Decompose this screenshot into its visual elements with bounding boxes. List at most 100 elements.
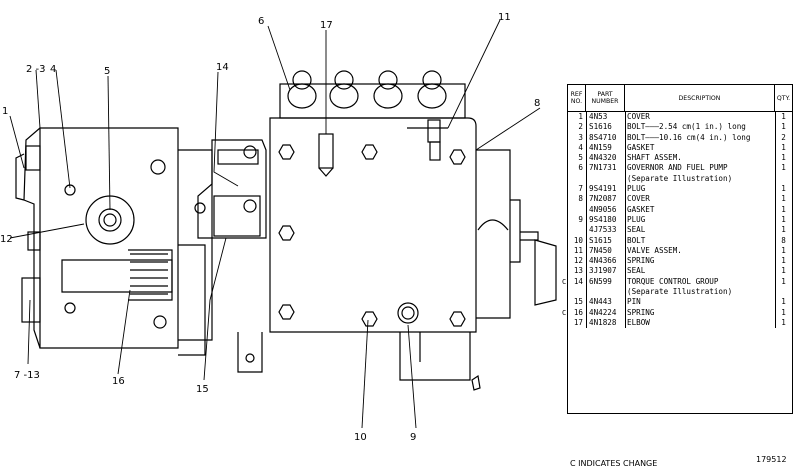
- part-number: 8S4710: [589, 132, 617, 142]
- part-qty: 1: [781, 225, 786, 235]
- leader-lines: [9, 19, 541, 429]
- row-ref: 3: [568, 133, 586, 143]
- ref-number: 14: [573, 276, 583, 286]
- part-number: 7N2087: [589, 194, 617, 204]
- part-description: SHAFT ASSEM.: [627, 153, 682, 163]
- callout-2-3: 2 -3: [26, 64, 46, 75]
- part-qty: 1: [781, 184, 786, 194]
- part-qty: 1: [781, 204, 786, 214]
- part-qty: 1: [781, 317, 786, 327]
- row-ref: 8: [568, 194, 586, 204]
- part-qty: 1: [781, 276, 786, 286]
- callout-5: 5: [104, 66, 110, 77]
- part-qty: 1: [781, 122, 786, 132]
- ref-number: 5: [578, 153, 583, 163]
- row-ref: 9: [568, 215, 586, 225]
- row-ref: 4: [568, 143, 586, 153]
- part-number: 7N1731: [589, 163, 617, 173]
- part-description: ELBOW: [627, 317, 650, 327]
- callout-1: 1: [2, 106, 8, 117]
- table-header: REF NO. PART NUMBER DESCRIPTION QTY.: [568, 85, 792, 112]
- row-ref: 7: [568, 184, 586, 194]
- part-qty: 1: [781, 245, 786, 255]
- part-number: 4N53: [589, 112, 608, 121]
- row-ref: [568, 174, 586, 184]
- part-qty: 1: [781, 266, 786, 276]
- header-part-number: PART NUMBER: [586, 85, 625, 111]
- row-ref: 17: [568, 318, 586, 328]
- part-description: BOLT: [627, 235, 646, 245]
- part-description: SPRING: [627, 307, 655, 317]
- table-row: (Separate Illustration): [568, 287, 792, 297]
- row-ref: 11: [568, 246, 586, 256]
- part-description: PIN: [627, 297, 641, 307]
- part-number: 4N159: [589, 142, 612, 152]
- part-number: 4N9056: [589, 204, 617, 214]
- ref-number: 9: [578, 214, 583, 224]
- injection-outlets: [279, 70, 466, 119]
- callout-17: 17: [320, 20, 333, 31]
- row-ref: [568, 205, 586, 215]
- part-description: PLUG: [627, 184, 646, 194]
- part-number: [586, 174, 625, 184]
- part-qty: 1: [781, 214, 786, 224]
- part-number: [586, 287, 625, 297]
- part-qty: 1: [781, 194, 786, 204]
- callout-9: 9: [410, 432, 416, 443]
- callout-15: 15: [196, 384, 209, 395]
- change-mark: C: [562, 308, 567, 317]
- part-description: (Separate Illustration): [627, 173, 733, 183]
- part-number: 4N4224: [589, 307, 617, 317]
- ref-number: 17: [573, 317, 583, 327]
- callout-12: 12: [0, 234, 13, 245]
- part-description: COVER: [627, 112, 650, 121]
- ref-number: 7: [578, 184, 583, 194]
- part-number: 7N450: [589, 245, 612, 255]
- part-qty: 1: [781, 142, 786, 152]
- row-ref: 15: [568, 297, 586, 307]
- header-ref-no: REF NO.: [568, 85, 586, 111]
- callout-16: 16: [112, 376, 125, 387]
- row-ref: 2: [568, 122, 586, 132]
- header-qty: QTY.: [776, 94, 791, 102]
- ref-number: 3: [578, 132, 583, 142]
- row-ref: 1: [568, 112, 586, 122]
- part-description: COVER: [627, 194, 650, 204]
- callout-7-13: 7 -13: [14, 370, 40, 381]
- ref-number: 2: [578, 122, 583, 132]
- part-number: 4N4366: [589, 256, 617, 266]
- ref-number: 12: [573, 256, 583, 266]
- torque-control-group: [194, 139, 267, 239]
- header-description: DESCRIPTION: [625, 85, 775, 111]
- part-description: SPRING: [627, 256, 655, 266]
- ref-number: 13: [573, 266, 583, 276]
- elbow-and-valve: [318, 119, 448, 177]
- part-description: BOLT———10.16 cm(4 in.) long: [627, 132, 751, 142]
- part-number: S1615: [589, 235, 612, 245]
- part-description: SEAL: [627, 225, 646, 235]
- callout-6: 6: [258, 16, 264, 27]
- part-number: 4N4320: [589, 153, 617, 163]
- part-qty: 1: [781, 153, 786, 163]
- callout-14: 14: [216, 62, 229, 73]
- ref-number: 15: [573, 297, 583, 307]
- part-number: 9S4180: [589, 214, 617, 224]
- table-row: 5 4N4320 SHAFT ASSEM. 1: [568, 153, 792, 163]
- part-description: GOVERNOR AND FUEL PUMP: [627, 163, 728, 173]
